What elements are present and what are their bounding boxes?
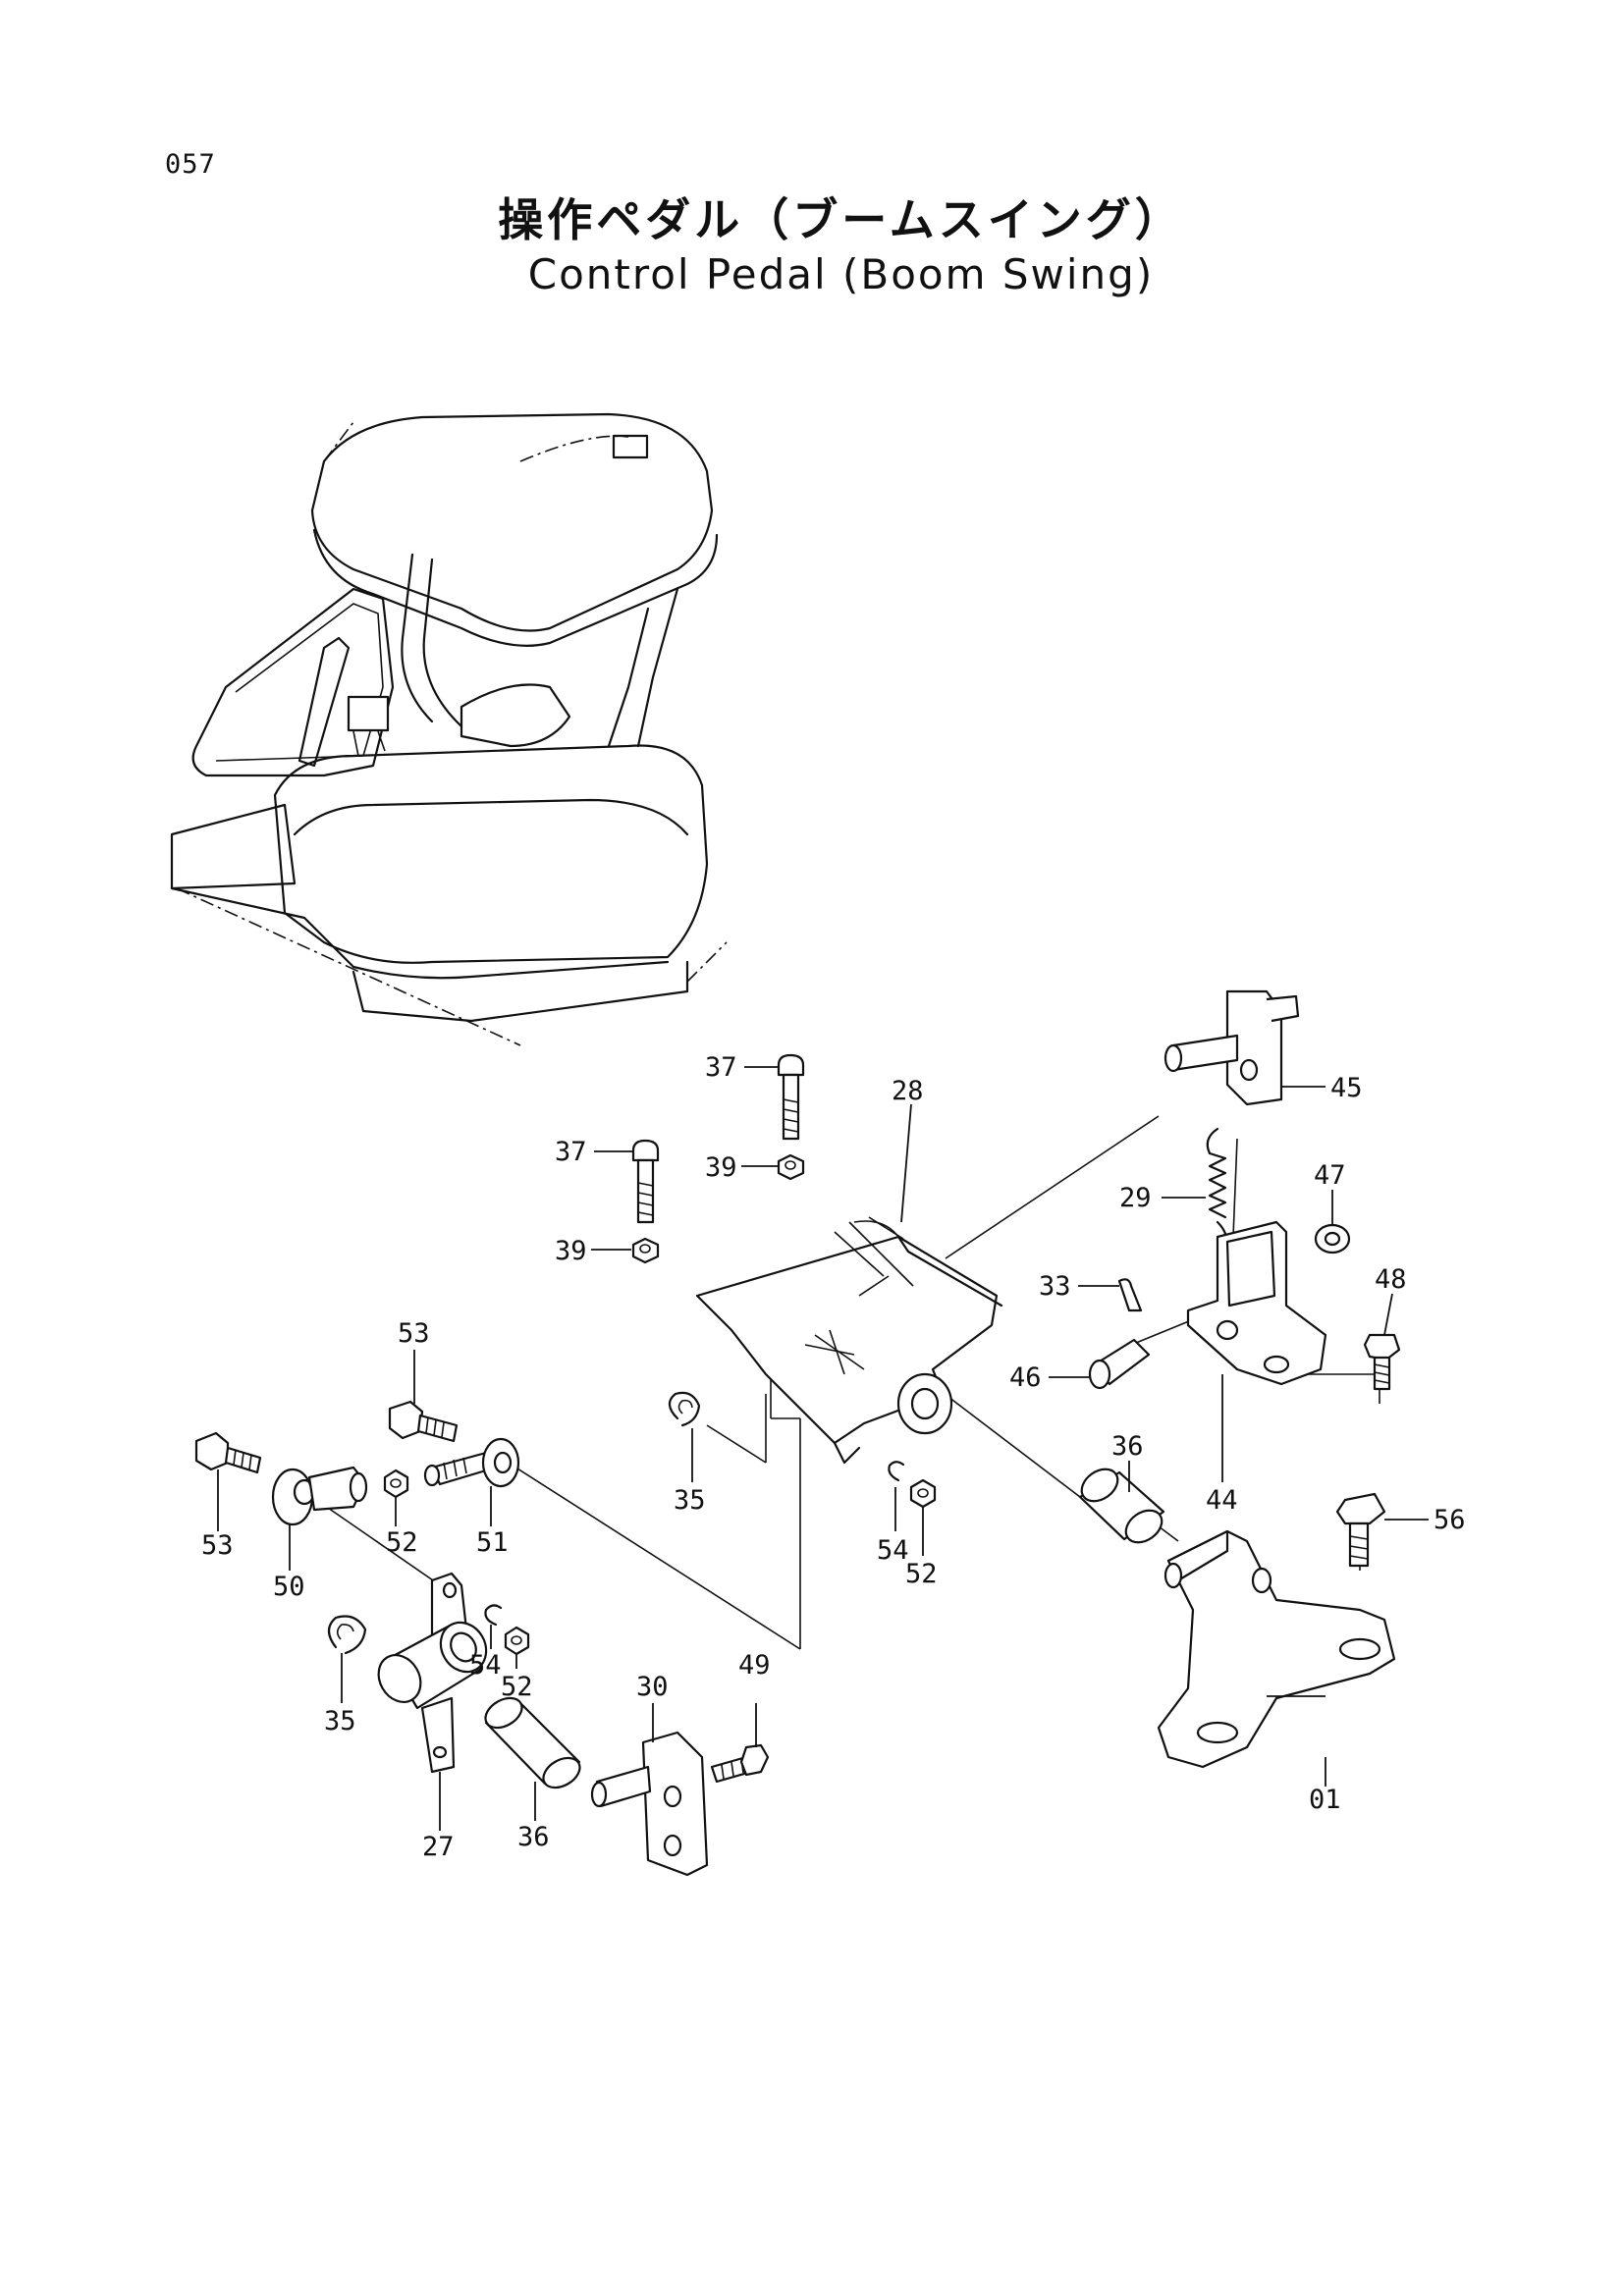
callout-52: 52 [386, 1527, 418, 1558]
callout-37: 37 [555, 1137, 587, 1167]
callout-leaders [217, 1066, 1429, 1831]
callout-33: 33 [1039, 1271, 1071, 1302]
part-29-spring [1206, 1127, 1228, 1254]
title-japanese: 操作ペダル（ブームスイング） [498, 193, 1184, 246]
callout-30: 30 [636, 1672, 669, 1702]
callout-56: 56 [1434, 1505, 1466, 1535]
part-53-bolt-left [194, 1431, 262, 1474]
page-code: 057 [165, 149, 216, 180]
part-39-nut-lower [631, 1237, 660, 1264]
callout-54: 54 [877, 1535, 909, 1566]
callout-44: 44 [1206, 1485, 1238, 1516]
part-35-snap-ring-right [668, 1391, 701, 1427]
part-37-bolt-upper [777, 1053, 805, 1141]
part-47-washer [1314, 1223, 1351, 1255]
part-37-bolt-lower [631, 1139, 660, 1224]
part-52-nut-c [909, 1478, 937, 1509]
callout-49: 49 [738, 1650, 771, 1681]
callout-48: 48 [1375, 1264, 1407, 1295]
callout-53: 53 [201, 1530, 234, 1561]
part-36-bushing-left [484, 1696, 581, 1789]
callout-28: 28 [892, 1076, 924, 1106]
callout-01: 01 [1309, 1785, 1341, 1815]
callout-52: 52 [905, 1559, 938, 1589]
callout-45: 45 [1330, 1073, 1363, 1103]
part-45-pin-plate [1163, 989, 1300, 1106]
part-49-bolt [710, 1743, 770, 1784]
part-30-plate [590, 1731, 709, 1877]
part-27-lever [377, 1572, 488, 1774]
part-28-pedal [695, 1216, 1003, 1465]
part-52-nut-a [383, 1468, 409, 1499]
callout-numbers: 37 39 37 39 28 45 29 47 48 33 46 44 36 5… [201, 1052, 1466, 1862]
part-01-base-bracket [1157, 1529, 1396, 1769]
part-53-bolt-upper [388, 1400, 459, 1443]
callout-39: 39 [705, 1152, 737, 1183]
callout-29: 29 [1119, 1183, 1152, 1213]
callout-53: 53 [398, 1318, 430, 1349]
callout-50: 50 [273, 1572, 305, 1602]
callout-36: 36 [1111, 1431, 1144, 1462]
callout-39: 39 [555, 1236, 587, 1266]
part-33-cotter-pin [1117, 1278, 1143, 1312]
part-44-bracket [1186, 1220, 1327, 1386]
callout-36: 36 [517, 1822, 550, 1852]
part-54-washer-b [888, 1461, 905, 1482]
part-36-bushing-right [1078, 1468, 1165, 1544]
part-50-rod-end [271, 1466, 368, 1526]
part-54-washer-a [484, 1604, 503, 1627]
callout-46: 46 [1009, 1362, 1042, 1393]
callout-51: 51 [476, 1527, 509, 1558]
part-52-nut-b [504, 1626, 530, 1656]
callout-37: 37 [705, 1052, 737, 1083]
title-english: Control Pedal (Boom Swing) [527, 250, 1155, 298]
callout-27: 27 [422, 1832, 455, 1862]
part-48-bolt [1363, 1333, 1401, 1391]
callout-35: 35 [324, 1706, 356, 1736]
machine-overview-illustration [170, 412, 728, 1046]
callout-35: 35 [674, 1485, 706, 1516]
part-39-nut-upper [777, 1153, 805, 1181]
callout-47: 47 [1314, 1160, 1346, 1191]
callout-54: 54 [469, 1650, 502, 1681]
part-56-bolt [1335, 1492, 1386, 1568]
callout-52: 52 [501, 1672, 533, 1702]
part-35-snap-ring-left [327, 1615, 367, 1655]
part-51-rod-end [423, 1437, 520, 1488]
part-46-pin [1088, 1338, 1151, 1390]
